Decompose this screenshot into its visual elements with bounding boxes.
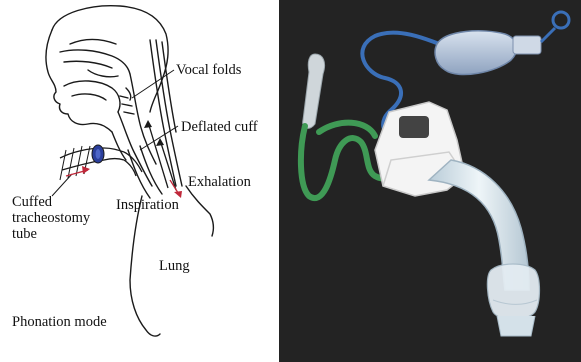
label-phonation-mode: Phonation mode: [12, 314, 107, 330]
label-vocal-folds: Vocal folds: [176, 62, 241, 78]
label-inspiration: Inspiration: [116, 197, 179, 213]
anatomy-illustration-panel: Vocal folds Deflated cuff Exhalation Ins…: [0, 0, 279, 362]
lung-outline: [130, 196, 160, 336]
cuff-icon: [487, 264, 539, 320]
tracheostomy-tube-photo: [279, 0, 581, 362]
leader-tube: [52, 174, 72, 196]
tube-photo-drawing: [279, 0, 581, 362]
head-outline: [52, 6, 168, 112]
pilot-balloon-icon: [435, 31, 517, 75]
valve-connector-icon: [513, 36, 541, 54]
label-tube-line3: tube: [12, 226, 37, 242]
label-exhalation: Exhalation: [188, 174, 251, 190]
label-tube-line1: Cuffed: [12, 194, 52, 210]
label-lung: Lung: [159, 258, 190, 274]
label-deflated-cuff: Deflated cuff: [181, 119, 258, 135]
label-tube-line2: tracheostomy: [12, 210, 90, 226]
